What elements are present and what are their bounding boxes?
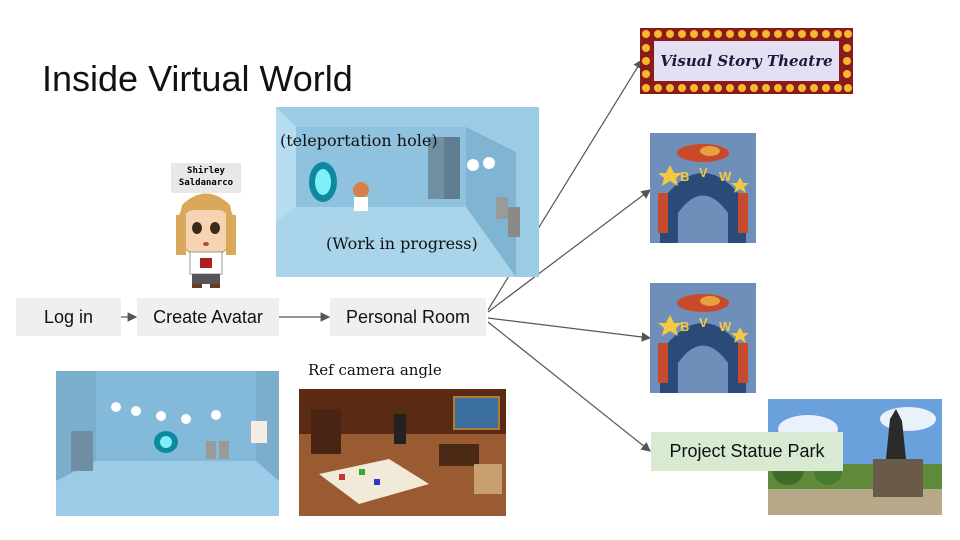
avatar-nametag: Shirley Saldanarco	[171, 163, 241, 193]
arrow-room-bvw2	[487, 317, 652, 342]
room-illustration-2	[56, 371, 279, 516]
room-screenshot-2	[56, 371, 279, 516]
personal-room-node[interactable]: Personal Room	[330, 298, 486, 336]
room-screenshot: (teleportation hole) (Work in progress)	[276, 107, 539, 277]
bvw-letter-b-2: B	[680, 319, 690, 334]
ref-camera-image	[299, 389, 506, 516]
bvw-letter-v-2: V	[699, 315, 708, 330]
bvw-arch-2[interactable]: B V W	[650, 283, 756, 393]
statue-park-node[interactable]: Project Statue Park	[651, 432, 843, 471]
avatar-name-first: Shirley	[187, 166, 225, 176]
bvw-arch-illustration-2	[650, 283, 756, 393]
ref-camera-caption: Ref camera angle	[308, 361, 442, 379]
marquee-lights	[640, 28, 853, 94]
ref-room-illustration	[299, 389, 506, 516]
theatre-sign[interactable]: Visual Story Theatre	[640, 28, 853, 94]
arrow-room-bvw1	[487, 189, 651, 313]
wip-note: (Work in progress)	[326, 234, 478, 253]
room-illustration	[276, 107, 539, 277]
teleport-note: (teleportation hole)	[280, 131, 438, 150]
bvw-letter-b-1: B	[680, 169, 690, 184]
theatre-sign-label: Visual Story Theatre	[660, 52, 833, 70]
bvw-letter-v-1: V	[699, 165, 708, 180]
bvw-letter-w-2: W	[719, 319, 732, 334]
bvw-arch-illustration-1	[650, 133, 756, 243]
bvw-arch-1[interactable]: B V W	[650, 133, 756, 243]
arrow-room-statue	[487, 321, 651, 452]
create-avatar-node[interactable]: Create Avatar	[137, 298, 279, 336]
bvw-letter-w-1: W	[719, 169, 732, 184]
login-node[interactable]: Log in	[16, 298, 121, 336]
avatar-name-last: Saldanarco	[178, 178, 234, 188]
page-title: Inside Virtual World	[42, 58, 353, 99]
